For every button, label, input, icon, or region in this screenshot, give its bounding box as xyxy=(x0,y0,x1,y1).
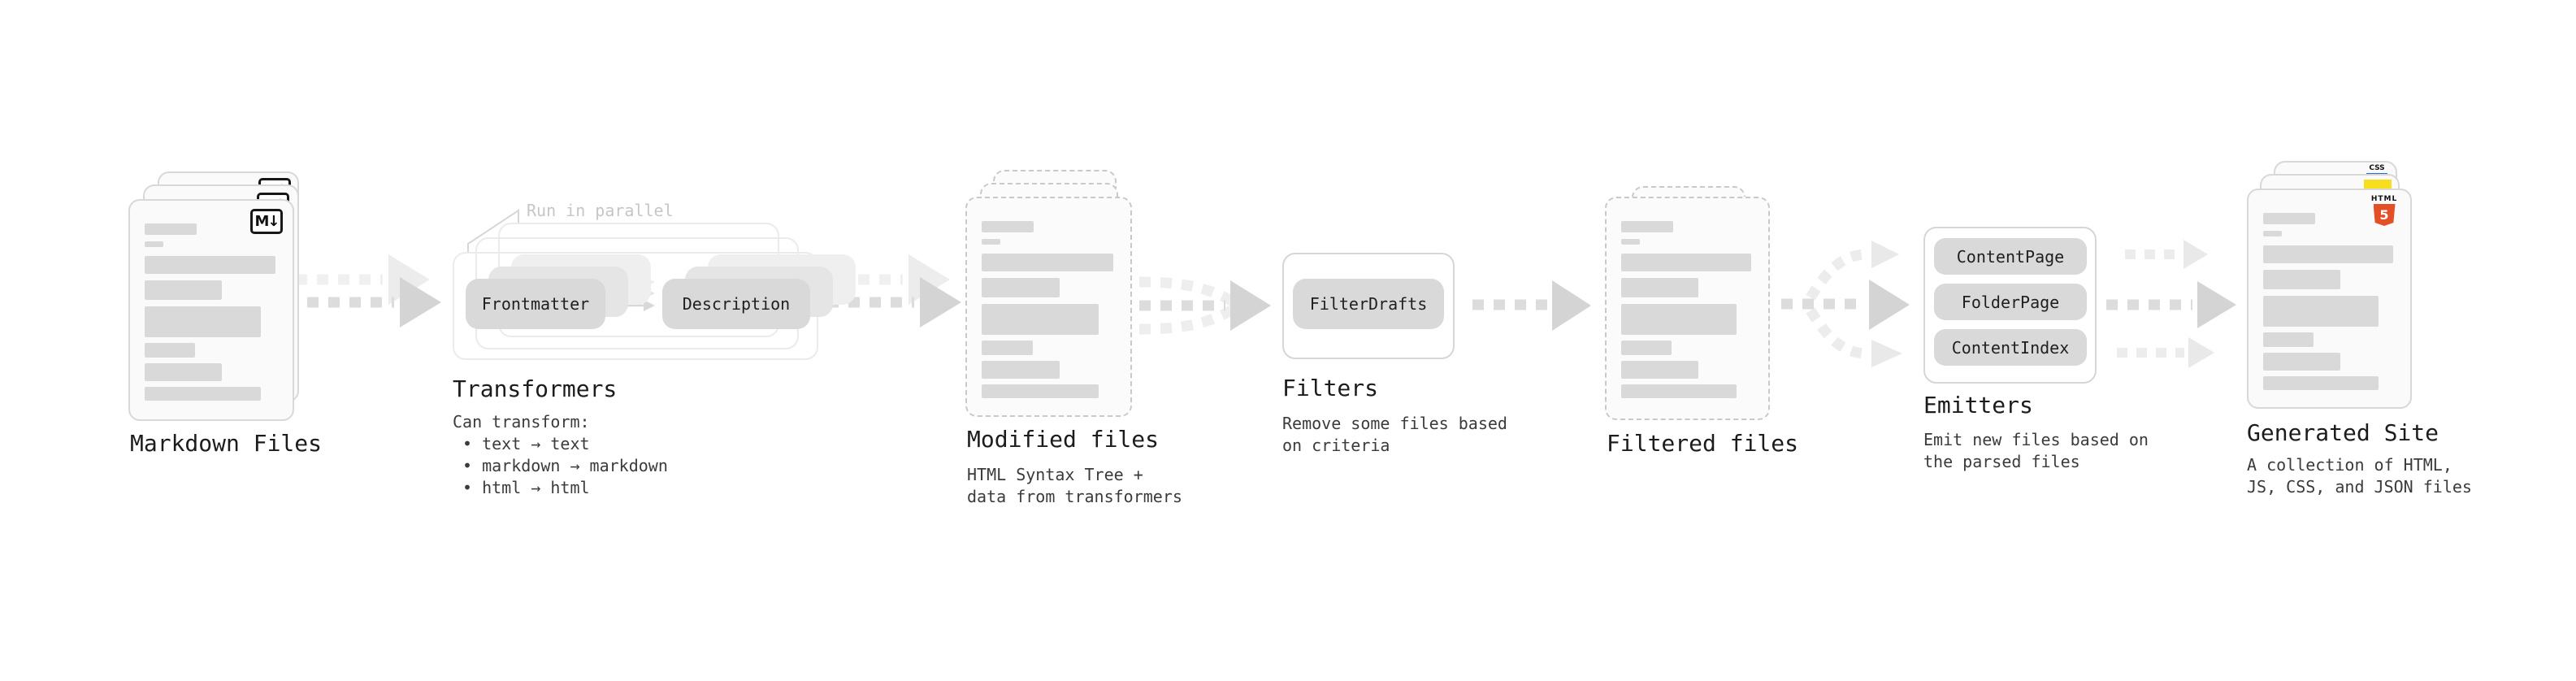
stage-label-filtered-files: Filtered files xyxy=(1607,430,1799,457)
doc-text-line xyxy=(982,254,1113,271)
stage-label-modified-files: Modified files xyxy=(967,426,1160,453)
arrow-filtered-to-emitters xyxy=(1781,241,1910,367)
document-card-front: M↓ xyxy=(128,199,294,421)
doc-text-line xyxy=(982,239,1001,245)
doc-text-line xyxy=(145,363,223,381)
doc-text-lines xyxy=(1621,198,1754,398)
doc-text-line xyxy=(982,304,1099,335)
stage-description-line: Remove some files based xyxy=(1282,414,1507,433)
document-card-front xyxy=(1605,197,1770,420)
doc-text-line xyxy=(145,223,197,235)
emitter-node-contentindex: ContentIndex xyxy=(1934,329,2087,366)
transformer-node-description: Description xyxy=(662,279,810,329)
doc-text-line xyxy=(982,278,1060,297)
markdown-icon: M↓ xyxy=(250,209,283,234)
stage-description-line: JS, CSS, and JSON files xyxy=(2247,477,2472,497)
doc-text-line xyxy=(2263,353,2340,371)
stage-description-line: the parsed files xyxy=(1923,452,2080,471)
arrow-filters-to-filtered xyxy=(1472,280,1591,331)
doc-text-line xyxy=(145,280,223,300)
emitter-node-contentpage: ContentPage xyxy=(1934,238,2087,275)
arrow-modified-to-filters xyxy=(1138,276,1271,335)
transform-bullet: • markdown → markdown xyxy=(462,456,668,475)
stage-label-markdown-files: Markdown Files xyxy=(130,430,323,457)
doc-text-line xyxy=(1621,278,1698,297)
document-card-front xyxy=(965,197,1132,417)
stage-label-generated-site: Generated Site xyxy=(2247,419,2439,446)
doc-text-line xyxy=(2263,296,2379,327)
doc-text-line xyxy=(2263,270,2340,289)
doc-text-lines xyxy=(2263,190,2396,390)
stage-description-line: on criteria xyxy=(1282,436,1390,455)
run-in-parallel-annotation: Run in parallel xyxy=(527,201,674,220)
stage-description-heading: Can transform: xyxy=(453,412,590,432)
doc-text-line xyxy=(1621,221,1673,232)
html5-icon: HTML 5 xyxy=(2368,195,2400,226)
doc-text-line xyxy=(145,343,196,358)
stage-description-line: Emit new files based on xyxy=(1923,430,2149,449)
stage-description-line: A collection of HTML, xyxy=(2247,455,2452,475)
doc-text-line xyxy=(1621,304,1737,335)
stage-label-transformers: Transformers xyxy=(453,375,618,402)
emitter-node-folderpage: FolderPage xyxy=(1934,284,2087,320)
doc-text-line xyxy=(1621,361,1698,379)
doc-text-line xyxy=(1621,340,1672,355)
doc-text-line xyxy=(2263,213,2315,224)
doc-text-line xyxy=(1621,384,1737,398)
doc-text-line xyxy=(145,306,261,337)
stage-description-line: HTML Syntax Tree + xyxy=(967,465,1143,484)
doc-text-line xyxy=(1621,254,1751,271)
doc-text-line xyxy=(1621,239,1640,245)
stage-label-filters: Filters xyxy=(1282,375,1379,401)
transform-bullet: • html → html xyxy=(462,478,590,497)
doc-text-line xyxy=(145,241,163,247)
stage-description-line: data from transformers xyxy=(967,487,1182,506)
doc-text-line xyxy=(982,384,1099,398)
filter-node-filterdrafts: FilterDrafts xyxy=(1293,279,1444,329)
document-card-front: HTML 5 xyxy=(2247,189,2412,409)
doc-text-line xyxy=(982,340,1033,355)
doc-text-line xyxy=(2263,231,2282,236)
transformer-node-frontmatter: Frontmatter xyxy=(466,279,605,329)
transform-bullet: • text → text xyxy=(462,434,590,453)
doc-text-line xyxy=(145,256,275,274)
doc-text-line xyxy=(2263,245,2393,263)
doc-text-line xyxy=(2263,332,2314,347)
arrow-emitters-to-generated xyxy=(2106,240,2236,368)
doc-text-line xyxy=(982,221,1034,232)
doc-text-line xyxy=(2263,376,2379,390)
doc-text-line xyxy=(145,387,261,401)
doc-text-lines xyxy=(145,201,278,401)
arrow-markdown-to-transformers xyxy=(296,254,441,327)
doc-text-line xyxy=(982,361,1060,379)
annotation-connector xyxy=(467,209,519,252)
doc-text-lines xyxy=(982,198,1116,398)
stage-label-emitters: Emitters xyxy=(1923,392,2033,419)
